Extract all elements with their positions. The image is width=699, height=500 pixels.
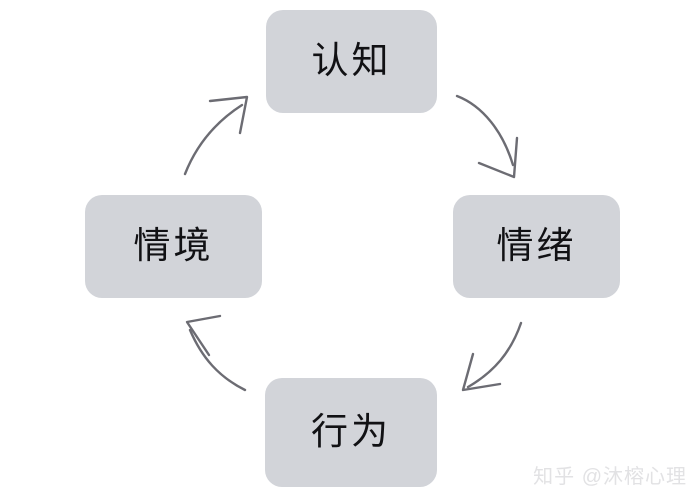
- node-emotion[interactable]: 情绪: [453, 195, 620, 298]
- node-cognition[interactable]: 认知: [266, 10, 437, 113]
- arrow-cognition-to-emotion: [455, 94, 519, 179]
- arrow-path-emotion-to-behavior: [466, 321, 523, 389]
- arrow-head-emotion-to-behavior: [461, 352, 502, 392]
- node-situation[interactable]: 情境: [85, 195, 262, 298]
- arrow-behavior-to-situation: [185, 314, 247, 392]
- node-emotion-label: 情绪: [496, 226, 577, 267]
- arrow-path-cognition-to-emotion: [455, 94, 515, 167]
- arrow-emotion-to-behavior: [461, 321, 523, 392]
- node-situation-label: 情境: [133, 226, 214, 267]
- arrow-head-behavior-to-situation: [185, 314, 222, 357]
- arrow-situation-to-cognition: [183, 95, 249, 176]
- arrow-path-situation-to-cognition: [183, 103, 244, 176]
- arrow-head-cognition-to-emotion: [477, 136, 519, 179]
- node-behavior[interactable]: 行为: [265, 378, 437, 487]
- arrow-head-situation-to-cognition: [208, 95, 249, 135]
- node-behavior-label: 行为: [311, 412, 391, 453]
- node-cognition-label: 认知: [311, 41, 392, 82]
- watermark: 知乎 @沐榕心理: [533, 466, 687, 488]
- arrow-path-behavior-to-situation: [188, 328, 247, 392]
